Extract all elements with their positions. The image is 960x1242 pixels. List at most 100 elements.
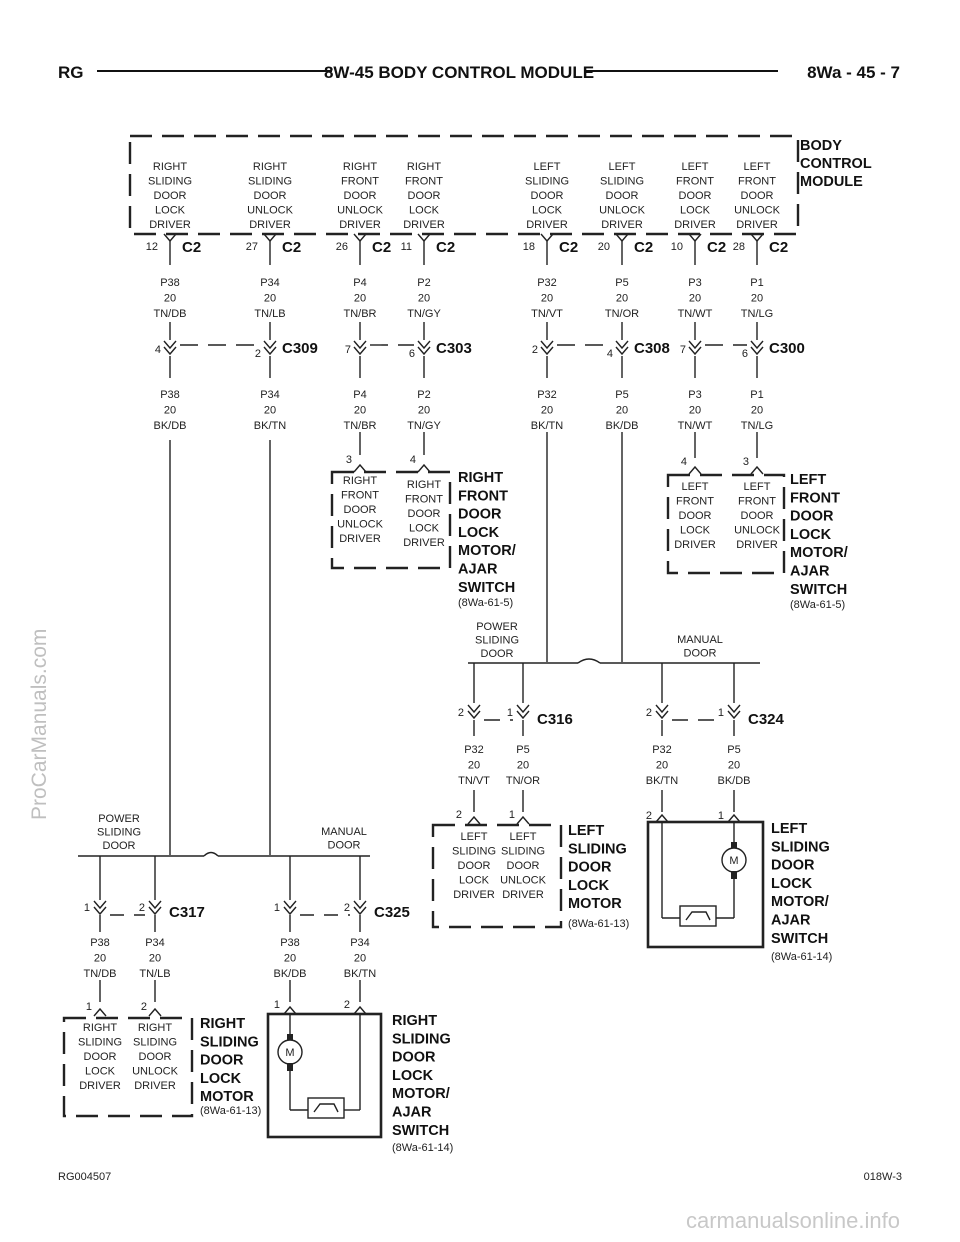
rf-driver-label: UNLOCK — [337, 519, 384, 531]
bcm-driver-label: LOCK — [409, 205, 440, 217]
diagram-labels: BODYCONTROLMODULERIGHTSLIDINGDOORLOCKDRI… — [78, 138, 872, 1154]
bcm-driver-label: DRIVER — [601, 219, 643, 231]
bcm-driver-label: FRONT — [341, 176, 379, 188]
rsd-driver-label: DOOR — [139, 1051, 172, 1063]
bcm-driver-label: SLIDING — [248, 176, 292, 188]
bcm-connector-name: C2 — [182, 239, 201, 256]
mid-connector-name: C300 — [769, 340, 805, 357]
manual-door-label: MANUAL — [321, 826, 367, 838]
rf-title: FRONT — [458, 488, 508, 504]
bcm-connector-name: C2 — [559, 239, 578, 256]
rf-driver-label: DRIVER — [403, 537, 445, 549]
inline-connector — [163, 340, 177, 356]
wire-label: 20 — [94, 953, 106, 965]
mid-connector-name: C303 — [436, 340, 472, 357]
bcm-driver-label: SLIDING — [525, 176, 569, 188]
lsd-ajar-title: AJAR — [771, 913, 811, 929]
manual-door-label: MANUAL — [677, 634, 723, 646]
branch-connector-name: C324 — [748, 711, 785, 728]
motor-symbol: M — [285, 1047, 294, 1059]
bcm-pin-number: 26 — [336, 241, 348, 253]
inline-connector — [148, 900, 162, 916]
wire-label: 20 — [751, 405, 763, 417]
motor-symbol: M — [729, 855, 738, 867]
rf-ref: (8Wa-61-5) — [458, 597, 513, 609]
lsd-driver-label: DRIVER — [502, 889, 544, 901]
power-sliding-label: SLIDING — [97, 827, 141, 839]
rsd-driver-label: DRIVER — [134, 1080, 176, 1092]
branch-connector-name: C317 — [169, 904, 205, 921]
lsd-ajar-title: LEFT — [771, 821, 807, 837]
rf-driver-label: FRONT — [341, 490, 379, 502]
bcm-driver-label: DOOR — [741, 190, 774, 202]
wire-label: 20 — [264, 293, 276, 305]
wire-label: 20 — [264, 405, 276, 417]
wire-label: TN/WT — [678, 420, 713, 432]
rsd-ajar-outline — [266, 1012, 383, 1139]
rsd-ajar-ref: (8Wa-61-14) — [392, 1142, 453, 1154]
bcm-pin-number: 12 — [146, 241, 158, 253]
rf-driver-label: DOOR — [344, 504, 377, 516]
bcm-driver-label: UNLOCK — [247, 205, 294, 217]
bcm-connector-name: C2 — [282, 239, 301, 256]
power-sliding-label: POWER — [98, 813, 140, 825]
bcm-driver-label: UNLOCK — [599, 205, 646, 217]
wire-label: 20 — [689, 293, 701, 305]
connector-pin: 7 — [680, 344, 686, 356]
bcm-pin-number: 11 — [401, 241, 412, 253]
rsd-driver-label: LOCK — [85, 1066, 116, 1078]
bcm-driver-label: DRIVER — [149, 219, 191, 231]
wire-label: BK/DB — [273, 968, 306, 980]
bcm-driver-label: SLIDING — [148, 176, 192, 188]
rsd-ajar-terminal — [283, 1005, 297, 1015]
lf-ref: (8Wa-61-5) — [790, 599, 845, 611]
wire-label: TN/LG — [741, 308, 773, 320]
lf-pin: 3 — [743, 456, 749, 468]
rsd-driver-label: DRIVER — [79, 1080, 121, 1092]
wire-label: P32 — [537, 389, 557, 401]
wire-label: P1 — [750, 389, 763, 401]
wire-label: TN/LB — [254, 308, 285, 320]
rf-driver-label: RIGHT — [343, 475, 378, 487]
wire-label: TN/GY — [407, 308, 441, 320]
rf-terminal — [353, 463, 367, 473]
bcm-title: BODY — [800, 138, 842, 154]
bcm-driver-label: UNLOCK — [734, 205, 781, 217]
ajar-switch-icon — [679, 905, 717, 927]
connector-pin: 2 — [646, 707, 652, 719]
wire-label: P38 — [160, 389, 180, 401]
lf-title: LOCK — [790, 527, 832, 543]
wire-label: P5 — [516, 744, 529, 756]
lsd-terminal — [516, 815, 530, 825]
bcm-driver-label: SLIDING — [600, 176, 644, 188]
bcm-driver-label: DOOR — [254, 190, 287, 202]
bcm-driver-label: DRIVER — [339, 219, 381, 231]
manual-door-label: DOOR — [328, 840, 361, 852]
rf-pin: 3 — [346, 454, 352, 466]
lsd-ajar-title: SLIDING — [771, 839, 830, 855]
lsd-title: DOOR — [568, 860, 612, 876]
lf-terminal — [688, 465, 702, 475]
rsd-ajar-title: DOOR — [392, 1050, 436, 1066]
rsd-title: RIGHT — [200, 1016, 245, 1032]
wire-label: 20 — [418, 405, 430, 417]
bcm-driver-label: FRONT — [738, 176, 776, 188]
page-header: RG 8W-45 BODY CONTROL MODULE 8Wa - 45 - … — [58, 63, 900, 82]
rsd-terminal — [148, 1007, 162, 1017]
lf-driver-label: FRONT — [738, 496, 776, 508]
rsd-driver-label: UNLOCK — [132, 1066, 179, 1078]
connector-pin: 1 — [84, 902, 90, 914]
footer-right: 018W-3 — [864, 1171, 902, 1183]
wire-label: 20 — [354, 953, 366, 965]
bcm-title: CONTROL — [800, 156, 872, 172]
wire-lines — [78, 233, 764, 1119]
lsd-driver-label: UNLOCK — [500, 875, 547, 887]
connector-pin: 1 — [274, 902, 280, 914]
wire-label: P2 — [417, 389, 430, 401]
bcm-driver-label: LEFT — [682, 161, 709, 173]
rsd-ajar-title: SWITCH — [392, 1123, 449, 1139]
bcm-driver-label: RIGHT — [407, 161, 442, 173]
rsd-title: MOTOR — [200, 1089, 254, 1105]
header-right: 8Wa - 45 - 7 — [807, 63, 900, 82]
rsd-pin: 2 — [141, 1001, 147, 1013]
